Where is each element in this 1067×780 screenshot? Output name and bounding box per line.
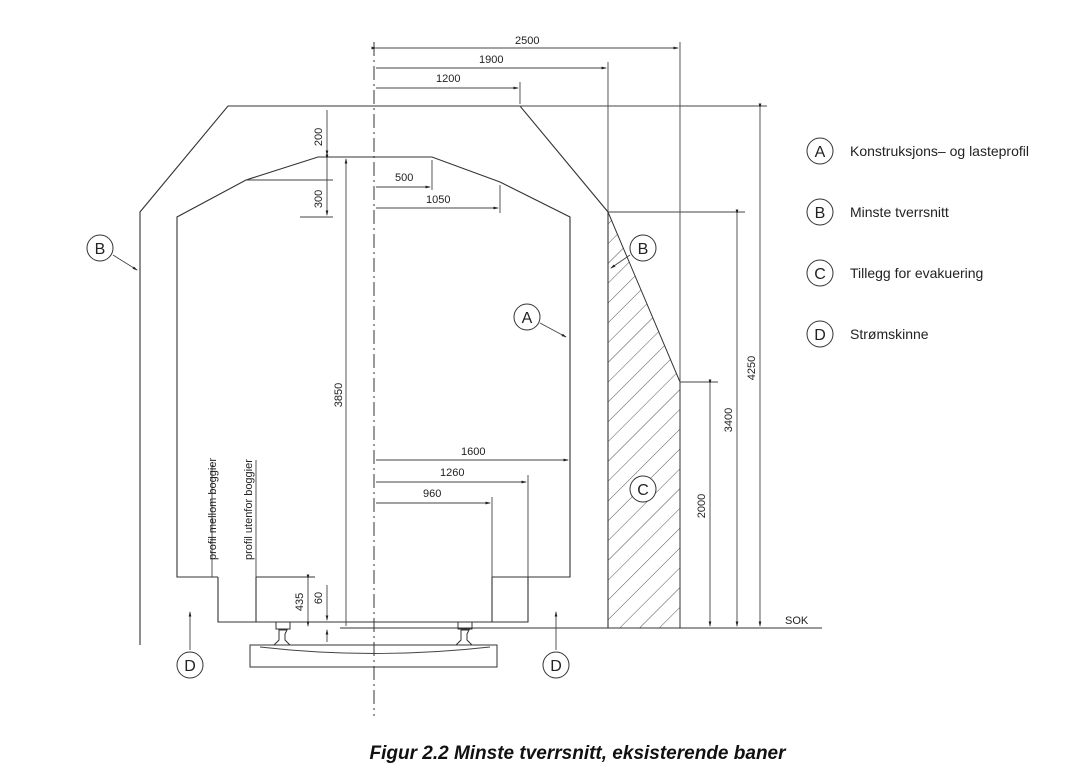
- profile-b-minimum-section: [139, 105, 609, 645]
- marker-b-right: B: [629, 234, 657, 262]
- label-profil-utenfor-boggier: profil utenfor boggier: [243, 459, 255, 560]
- label-profil-mellom-boggier: profil mellom boggier: [207, 458, 219, 560]
- legend: A Konstruksjons– og lasteprofil B Minste…: [806, 137, 1029, 348]
- svg-text:D: D: [184, 658, 196, 675]
- dim-500: 500: [395, 172, 413, 184]
- dim-3850: 3850: [333, 383, 345, 407]
- dim-200: 200: [313, 128, 325, 146]
- figure-caption: Figur 2.2 Minste tverrsnitt, eksisterend…: [369, 743, 786, 764]
- dim-2500: 2500: [515, 35, 539, 47]
- svg-text:C: C: [814, 266, 826, 283]
- svg-text:A: A: [522, 310, 533, 327]
- dim-60: 60: [313, 592, 325, 604]
- svg-text:B: B: [815, 205, 826, 222]
- svg-text:Tillegg for evakuering: Tillegg for evakuering: [850, 265, 983, 281]
- leader-b-right: [610, 254, 631, 269]
- dim-2000: 2000: [696, 494, 708, 518]
- ballast-curve: [259, 646, 491, 654]
- legend-item-b: B Minste tverrsnitt: [806, 198, 949, 226]
- svg-text:A: A: [815, 144, 826, 161]
- profile-a-lower-part: [217, 577, 529, 623]
- sleeper: [249, 644, 498, 668]
- svg-text:Konstruksjons– og lasteprofil: Konstruksjons– og lasteprofil: [850, 143, 1029, 159]
- dim-1900: 1900: [479, 54, 503, 66]
- evacuation-area-c: [607, 211, 681, 629]
- marker-c: C: [629, 475, 657, 503]
- legend-item-d: D Strømskinne: [806, 320, 929, 348]
- leader-b-left: [112, 254, 138, 271]
- dim-3400: 3400: [723, 408, 735, 432]
- leader-a: [539, 322, 567, 338]
- svg-text:B: B: [638, 241, 649, 258]
- dim-960: 960: [423, 488, 441, 500]
- sok-label: SOK: [785, 615, 809, 627]
- legend-item-c: C Tillegg for evakuering: [806, 259, 983, 287]
- dim-4250: 4250: [746, 356, 758, 380]
- dim-1600: 1600: [461, 446, 485, 458]
- legend-item-a: A Konstruksjons– og lasteprofil: [806, 137, 1029, 165]
- dim-435: 435: [294, 593, 306, 611]
- svg-text:C: C: [637, 482, 649, 499]
- horizontal-dimension-lines: [371, 46, 679, 505]
- profile-a-construction-profile: [176, 156, 571, 578]
- svg-text:D: D: [550, 658, 562, 675]
- dim-300: 300: [313, 190, 325, 208]
- marker-a: A: [513, 303, 541, 331]
- dim-1050: 1050: [426, 194, 450, 206]
- marker-d-right: D: [542, 651, 570, 679]
- svg-text:Strømskinne: Strømskinne: [850, 326, 929, 342]
- dim-1200: 1200: [436, 73, 460, 85]
- svg-text:D: D: [814, 327, 826, 344]
- dim-1260: 1260: [440, 467, 464, 479]
- svg-text:Minste tverrsnitt: Minste tverrsnitt: [850, 204, 949, 220]
- svg-text:B: B: [95, 241, 106, 258]
- rails: [272, 622, 474, 646]
- marker-b-left: B: [86, 234, 114, 262]
- marker-d-left: D: [176, 651, 204, 679]
- vertical-dimension-lines: [306, 103, 762, 642]
